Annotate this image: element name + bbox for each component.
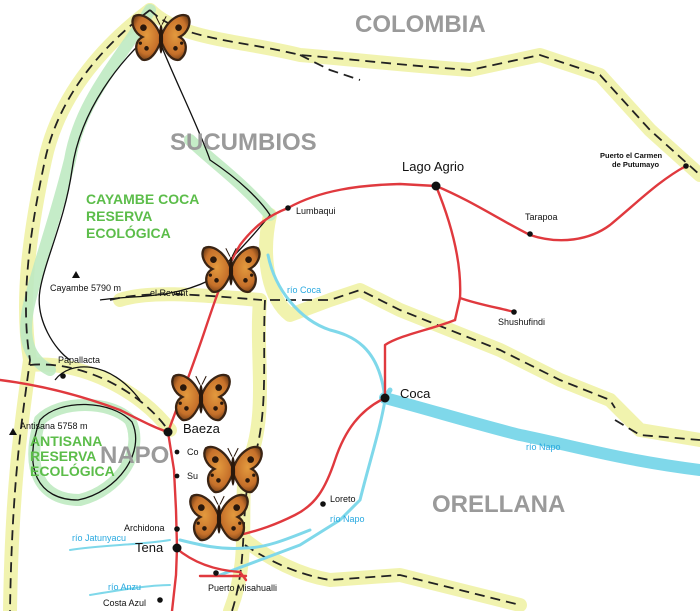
town-dot-icon <box>174 449 180 455</box>
butterfly-icon <box>203 445 263 494</box>
region-colombia: COLOMBIA <box>355 11 486 38</box>
town-dot-icon <box>527 231 533 237</box>
town-loreto: Loreto <box>330 494 356 504</box>
reserve-outlines <box>32 29 271 501</box>
town-dot-icon <box>320 501 326 507</box>
peak-antisana: Antisana 5758 m <box>20 421 88 431</box>
town-dot-icon <box>157 597 163 603</box>
river-anzu-label: río Anzu <box>108 582 141 592</box>
town-dot-icon <box>174 473 180 479</box>
town-lumbaqui: Lumbaqui <box>296 206 336 216</box>
reserve-antisana-line2: RESERVA <box>30 448 96 464</box>
peak-triangle-icon <box>72 271 80 278</box>
butterfly-icon <box>171 373 231 422</box>
rivers <box>69 253 700 596</box>
town-shushufindi: Shushufindi <box>498 317 545 327</box>
reserve-cayambe-line1: CAYAMBE COCA <box>86 191 199 207</box>
town-coca: Coca <box>400 386 431 401</box>
butterfly-icon <box>189 493 249 542</box>
peak-triangle-icon <box>9 428 17 435</box>
town-dot-icon <box>60 373 66 379</box>
town-cosanga: Co <box>187 447 199 457</box>
town-dot-icon <box>511 309 517 315</box>
river-jatunyacu-label: río Jatunyacu <box>72 533 126 543</box>
border-dashed <box>9 9 700 611</box>
reserve-antisana-line1: ANTISANA <box>30 433 102 449</box>
town-puerto-carmen-1: Puerto el Carmen <box>600 151 663 160</box>
town-puerto-misahualli: Puerto Misahualli <box>208 583 277 593</box>
town-dot-icon <box>174 526 180 532</box>
reserve-cayambe-line2: RESERVA <box>86 208 152 224</box>
region-orellana: ORELLANA <box>432 491 565 518</box>
town-tena: Tena <box>135 540 164 555</box>
town-dot-icon <box>213 570 219 576</box>
reserve-antisana-line3: ECOLÓGICA <box>30 462 115 479</box>
butterfly-icon <box>201 245 261 294</box>
river-napo-loreto-label: río Napo <box>330 514 365 524</box>
town-dot-icon <box>285 205 291 211</box>
region-sucumbios: SUCUMBIOS <box>170 129 317 156</box>
town-puerto-carmen-2: de Putumayo <box>612 160 660 169</box>
river-napo-east-label: río Napo <box>526 442 561 452</box>
town-baeza: Baeza <box>183 421 221 436</box>
town-dot-icon <box>172 543 182 553</box>
town-dots <box>60 163 689 603</box>
town-dot-icon <box>380 393 390 403</box>
town-tarapoa: Tarapoa <box>525 212 558 222</box>
town-dot-icon <box>431 181 441 191</box>
town-dot-icon <box>163 427 173 437</box>
town-sumaco: Su <box>187 471 198 481</box>
town-papallacta: Papallacta <box>58 355 100 365</box>
peak-reventador: el Revent <box>150 288 189 298</box>
town-costa-azul: Costa Azul <box>103 598 146 608</box>
region-napo: NAPO <box>100 442 169 469</box>
town-lago-agrio: Lago Agrio <box>402 159 464 174</box>
town-archidona: Archidona <box>124 523 165 533</box>
town-dot-icon <box>683 163 689 169</box>
reserve-cayambe-line3: ECOLÓGICA <box>86 224 171 241</box>
peak-cayambe: Cayambe 5790 m <box>50 283 121 293</box>
river-coca-label: río Coca <box>287 285 321 295</box>
